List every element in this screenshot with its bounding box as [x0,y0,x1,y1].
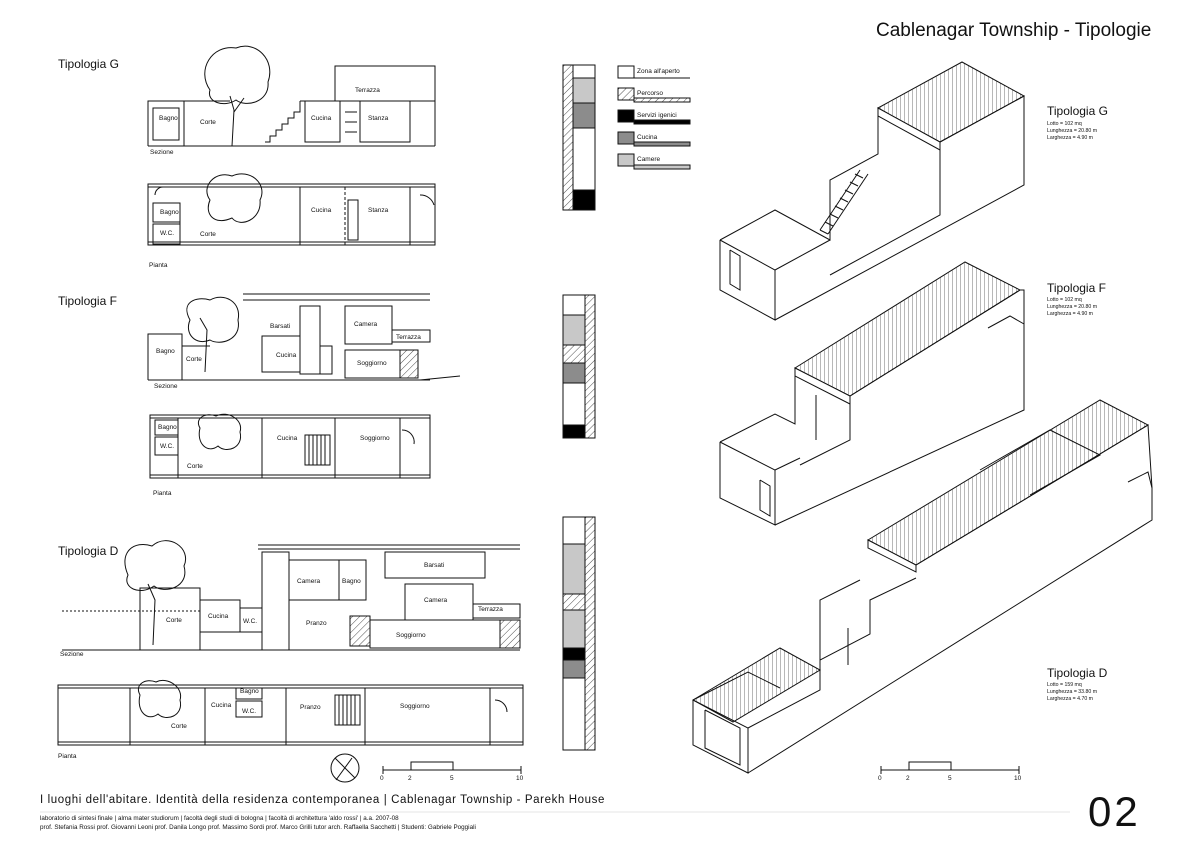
legend-label-services: Servizi igenici [637,112,677,119]
room-label: Soggiorno [400,703,430,710]
room-label: Bagno [342,578,361,585]
room-label: Bagno [158,424,177,431]
room-label: Soggiorno [396,632,426,639]
plan-label: Pianta [58,753,77,760]
room-label: Cucina [211,702,232,709]
section-label: Sezione [60,651,84,658]
iso-g-lotto: Lotto = 102 mq [1047,121,1082,127]
scale-bar-right [880,761,1020,774]
room-label: Cucina [311,207,332,214]
room-label: Terrazza [478,606,503,613]
typology-g-title: Tipologia G [58,57,119,71]
section-g [147,45,436,147]
legend-swatches [617,65,691,170]
room-label: Corte [186,356,202,363]
footer-line-1: laboratorio di sintesi finale | alma mat… [40,815,399,822]
legend-label-outdoor: Zona all'aperto [637,68,680,75]
room-label: Camera [297,578,321,585]
room-label: Bagno [240,688,259,695]
scale-tick: 10 [516,775,524,782]
iso-model-g [719,61,1026,321]
room-label: W.C. [242,708,257,715]
iso-d-larghezza: Larghezza = 4.70 m [1047,696,1093,702]
scale-tick: 0 [380,775,384,782]
room-label: Camera [424,597,448,604]
footer-line-2: prof. Stefania Rossi prof. Giovanni Leon… [40,824,476,831]
section-label: Sezione [154,383,178,390]
zone-strip-d [562,516,596,751]
zone-strip-f [562,294,596,439]
iso-d-title: Tipologia D [1047,666,1108,680]
room-label: Barsati [270,323,291,330]
section-label: Sezione [150,149,174,156]
scale-bar-left [382,761,522,774]
room-label: Corte [171,723,187,730]
iso-d-lotto: Lotto = 159 mq [1047,682,1082,688]
iso-f-larghezza: Larghezza = 4.90 m [1047,311,1093,317]
room-label: Cucina [311,115,332,122]
scale-tick: 5 [450,775,454,782]
room-label: Soggiorno [360,435,390,442]
room-label: Camera [354,321,378,328]
typology-f-title: Tipologia F [58,294,117,308]
plan-g [147,173,436,246]
room-label: W.C. [243,618,258,625]
scale-tick: 10 [1014,775,1022,782]
plan-label: Pianta [149,262,168,269]
scale-tick: 2 [906,775,910,782]
room-label: Terrazza [355,87,380,94]
plan-f [149,413,431,479]
section-d [62,540,521,651]
room-label: Corte [200,119,216,126]
legend-label-rooms: Camere [637,156,661,163]
iso-g-lunghezza: Lunghezza = 20.80 m [1047,128,1098,134]
room-label: Bagno [156,348,175,355]
room-label: Cucina [208,613,229,620]
room-label: Soggiorno [357,360,387,367]
sheet-number: 02 [1088,788,1141,835]
page-title: Cablenagar Township - Tipologie [876,20,1152,41]
scale-tick: 0 [878,775,882,782]
room-label: Corte [166,617,182,624]
room-label: Pranzo [300,704,321,711]
iso-model-f [719,261,1025,526]
legend-label-path: Percorso [637,90,664,97]
north-symbol [330,753,360,783]
footer-title: I luoghi dell'abitare. Identità della re… [40,794,605,806]
section-f [147,293,461,381]
iso-f-title: Tipologia F [1047,281,1106,295]
room-label: Bagno [159,115,178,122]
scale-tick: 5 [948,775,952,782]
room-label: Stanza [368,207,389,214]
iso-g-larghezza: Larghezza = 4.90 m [1047,135,1093,141]
typology-d-title: Tipologia D [58,544,119,558]
room-label: W.C. [160,443,175,450]
legend-label-kitchen: Cucina [637,134,658,141]
room-label: Cucina [277,435,298,442]
plan-label: Pianta [153,490,172,497]
zone-strip-g [562,64,596,211]
room-label: Barsati [424,562,445,569]
room-label: Cucina [276,352,297,359]
room-label: Pranzo [306,620,327,627]
iso-f-lotto: Lotto = 102 mq [1047,297,1082,303]
iso-model-d [691,399,1153,774]
room-label: W.C. [160,230,175,237]
room-label: Corte [187,463,203,470]
iso-d-lunghezza: Lunghezza = 33.80 m [1047,689,1098,695]
room-label: Corte [200,231,216,238]
plan-d [57,680,524,746]
iso-f-lunghezza: Lunghezza = 20.80 m [1047,304,1098,310]
room-label: Stanza [368,115,389,122]
iso-g-title: Tipologia G [1047,104,1108,118]
room-label: Bagno [160,209,179,216]
room-label: Terrazza [396,334,421,341]
scale-tick: 2 [408,775,412,782]
